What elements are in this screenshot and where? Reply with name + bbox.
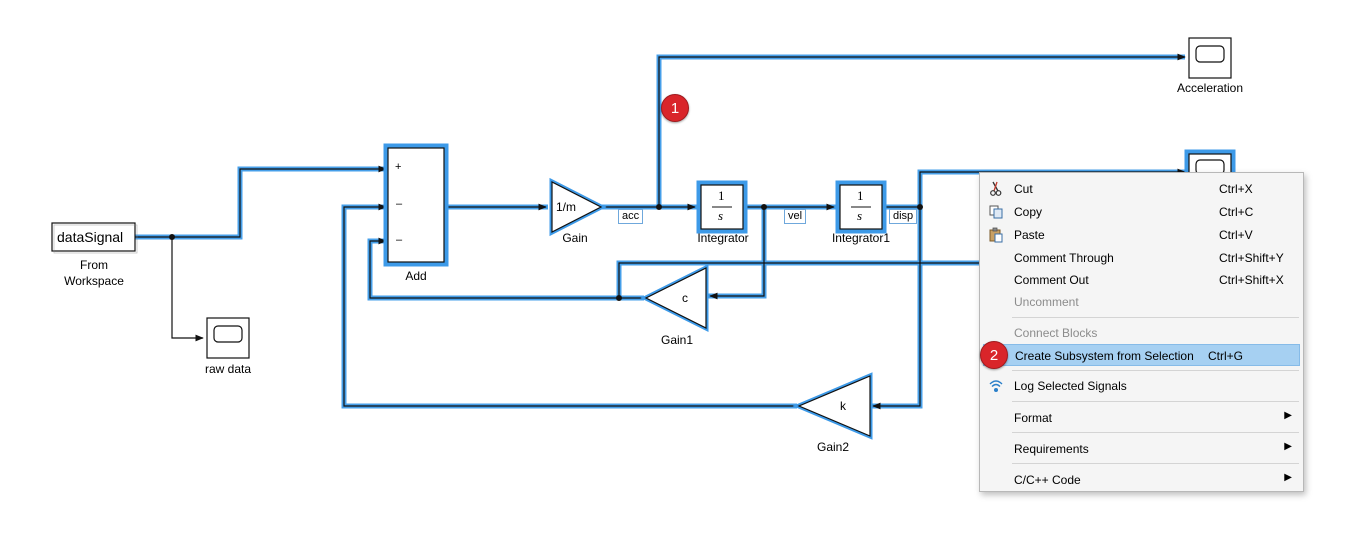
- add-port-minus-1: –: [396, 198, 403, 210]
- from-workspace-label-2: Workspace: [64, 274, 124, 288]
- from-workspace-block: [51, 222, 136, 252]
- menu-separator: [1012, 370, 1299, 371]
- gain2-block: [797, 375, 871, 437]
- integrator1-den: s: [857, 208, 863, 223]
- gain1-label: Gain1: [660, 333, 694, 347]
- submenu-arrow-icon: ▶: [1284, 410, 1292, 421]
- menu-separator: [1012, 432, 1299, 433]
- branch-dot: [656, 204, 662, 210]
- gain2-value: k: [840, 399, 846, 413]
- integrator-label: Integrator: [697, 231, 749, 245]
- paste-icon: [989, 227, 1003, 243]
- context-menu: Cut Ctrl+X Copy Ctrl+C Paste Ctrl+V Comm…: [979, 172, 1304, 492]
- signal-in-plus-selection: [135, 166, 388, 240]
- callout-badge-2: 2: [980, 341, 1008, 369]
- menu-item-requirements[interactable]: Requirements ▶: [1014, 441, 1292, 456]
- submenu-arrow-icon: ▶: [1284, 472, 1292, 483]
- branch-dot: [169, 234, 175, 240]
- menu-item-comment-through[interactable]: Comment Through Ctrl+Shift+Y: [1014, 251, 1284, 265]
- gain-value: 1/m: [556, 200, 577, 214]
- integrator1-num: 1: [857, 188, 864, 203]
- gain2-label: Gain2: [816, 440, 850, 454]
- menu-item-cut[interactable]: Cut Ctrl+X: [983, 178, 1300, 199]
- menu-separator: [1012, 401, 1299, 402]
- menu-item-create-subsystem[interactable]: Create Subsystem from Selection Ctrl+G: [983, 344, 1300, 366]
- branch-dot: [761, 204, 767, 210]
- menu-separator: [1012, 463, 1299, 464]
- gain1-value: c: [682, 291, 688, 305]
- scissors-icon: [990, 181, 1002, 196]
- integrator-den: s: [718, 208, 724, 223]
- signal-gain2-add: [343, 203, 797, 407]
- from-workspace-label-1: From: [80, 258, 108, 272]
- menu-item-format[interactable]: Format ▶: [1014, 410, 1292, 425]
- signal-in-plus: [135, 165, 387, 238]
- add-block: [387, 147, 445, 263]
- signal-log-icon: [989, 380, 1003, 392]
- signal-acc-up: [658, 53, 1186, 207]
- menu-item-paste[interactable]: Paste Ctrl+V: [983, 224, 1300, 245]
- copy-icon: [989, 205, 1003, 219]
- integrator1-block: [839, 184, 883, 230]
- add-port-plus: +: [395, 161, 402, 173]
- branch-dot: [917, 204, 923, 210]
- signal-raw-data: [171, 237, 204, 342]
- add-port-minus-2: –: [396, 234, 403, 246]
- from-workspace-value: dataSignal: [57, 229, 124, 245]
- menu-item-c-cpp-code[interactable]: C/C++ Code ▶: [1014, 472, 1292, 487]
- gain-label: Gain: [562, 231, 588, 245]
- gain-block: [551, 181, 603, 233]
- integrator1-label: Integrator1: [831, 231, 891, 245]
- menu-item-connect-blocks: Connect Blocks: [1014, 326, 1098, 340]
- callout-badge-1: 1: [661, 94, 689, 122]
- add-label: Add: [405, 269, 427, 283]
- branch-dot: [616, 295, 622, 301]
- menu-item-comment-out[interactable]: Comment Out Ctrl+Shift+X: [1014, 273, 1284, 287]
- menu-item-log-selected-signals[interactable]: Log Selected Signals: [983, 375, 1300, 396]
- signal-gain1-add: [369, 237, 644, 299]
- signal-label-acc[interactable]: acc: [618, 209, 644, 224]
- signal-disp-down: [872, 207, 921, 410]
- menu-item-uncomment: Uncomment: [1014, 295, 1079, 309]
- raw-data-label: raw data: [204, 362, 252, 376]
- acceleration-label: Acceleration: [1176, 81, 1244, 95]
- submenu-arrow-icon: ▶: [1284, 441, 1292, 452]
- signal-label-disp[interactable]: disp: [889, 209, 918, 224]
- signal-vel-down: [709, 207, 765, 300]
- signal-feedback-top: [618, 262, 980, 298]
- signal-label-vel[interactable]: vel: [784, 209, 807, 224]
- gain1-block: [644, 267, 707, 329]
- menu-separator: [1012, 317, 1299, 318]
- integrator-num: 1: [718, 188, 725, 203]
- menu-item-copy[interactable]: Copy Ctrl+C: [983, 201, 1300, 222]
